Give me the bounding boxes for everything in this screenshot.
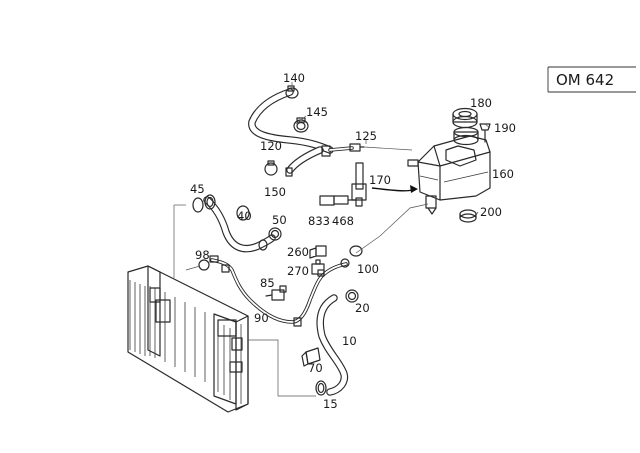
clip-270 [311, 259, 325, 275]
callout-140: 140 [283, 71, 305, 85]
clamp-40-end [258, 239, 268, 251]
callout-labels: 140 145 120 125 150 170 833 468 180 190 … [190, 71, 516, 411]
callout-270: 270 [287, 264, 309, 278]
fitting-98 [198, 255, 219, 271]
hose-10 [316, 294, 349, 396]
callout-190: 190 [494, 121, 516, 135]
arrow-head [410, 185, 418, 193]
cap-180 [452, 107, 478, 129]
callout-200: 200 [480, 205, 502, 219]
clamp-150 [264, 160, 278, 176]
callout-150: 150 [264, 185, 286, 199]
callout-50: 50 [272, 213, 287, 227]
callout-98: 98 [195, 248, 210, 262]
sensor-170 [319, 162, 367, 207]
callout-160: 160 [492, 167, 514, 181]
washer-200 [459, 209, 477, 223]
hose-120 [248, 88, 354, 177]
callout-145: 145 [306, 105, 328, 119]
clamp-100 [340, 245, 363, 268]
callout-90: 90 [254, 311, 269, 325]
callout-833: 833 [308, 214, 330, 228]
callout-20: 20 [355, 301, 370, 315]
screw-190 [479, 123, 491, 143]
callout-45: 45 [190, 182, 205, 196]
oring-15 [315, 380, 327, 396]
arrow-indicator [371, 187, 413, 192]
radiator [127, 265, 249, 413]
callout-15: 15 [323, 397, 338, 411]
sensor-85 [265, 285, 287, 301]
callout-40: 40 [237, 209, 252, 223]
callout-260: 260 [287, 245, 309, 259]
oring-20 [345, 289, 359, 303]
callout-170: 170 [369, 173, 391, 187]
callout-125: 125 [355, 129, 377, 143]
fitting-125 [349, 143, 365, 152]
pipe-90 [210, 258, 348, 327]
callout-10: 10 [342, 334, 357, 348]
engine-badge: OM 642 [547, 66, 636, 93]
callout-468: 468 [332, 214, 354, 228]
expansion-tank-160 [407, 126, 491, 215]
oring-50 [268, 227, 282, 241]
hose-40 [203, 196, 276, 253]
engine-code-label: OM 642 [556, 71, 614, 89]
callout-180: 180 [470, 96, 492, 110]
callout-70: 70 [308, 361, 323, 375]
clamp-140 [285, 85, 299, 99]
clamp-70 [301, 347, 321, 367]
clip-260 [309, 245, 327, 259]
callout-100: 100 [357, 262, 379, 276]
clamp-45 [192, 194, 216, 213]
leader-lines [173, 82, 491, 397]
callout-85: 85 [260, 276, 275, 290]
callout-120: 120 [260, 139, 282, 153]
clamp-40-top [236, 205, 250, 221]
